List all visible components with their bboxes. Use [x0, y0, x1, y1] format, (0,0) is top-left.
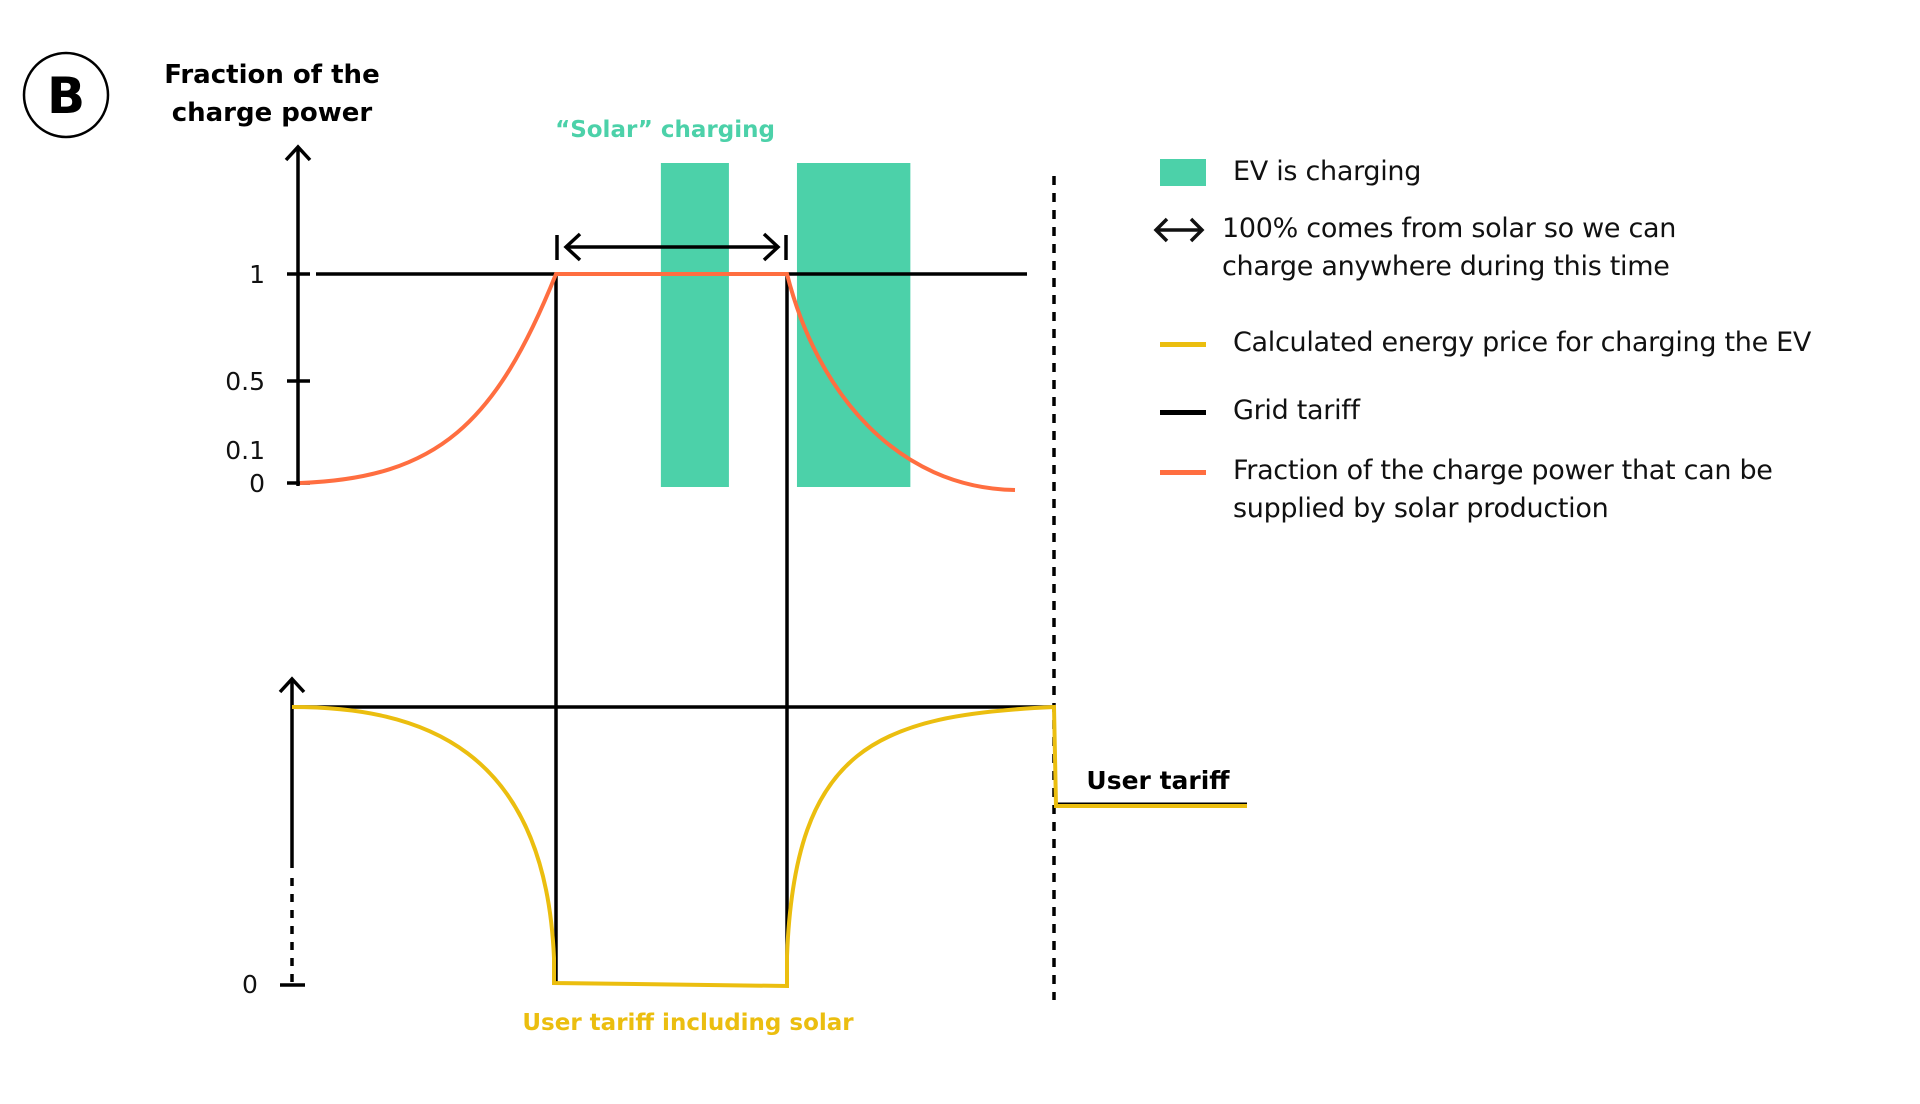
ev-charging-bars [660, 163, 911, 487]
y-axis-title-line1: Fraction of the [164, 60, 379, 90]
upper-y-axis-arrow-icon [284, 144, 312, 162]
legend-label: Grid tariff [1233, 395, 1360, 426]
orange-line-icon [1160, 470, 1206, 475]
solar-charging-label: “Solar” charging [555, 117, 775, 143]
legend-label: EV is charging [1233, 156, 1422, 187]
tick-label: 1 [249, 260, 265, 289]
upper-y-axis [284, 144, 312, 486]
tick-label: 0.5 [225, 367, 265, 396]
user-tariff-label: User tariff [1086, 766, 1230, 795]
panel-label-text: B [47, 67, 85, 125]
energy-price-line [291, 704, 1247, 989]
yellow-line-icon [1160, 342, 1206, 347]
user-tariff-solar-label: User tariff including solar [522, 1010, 854, 1036]
ev-charging-bar [660, 163, 729, 487]
lower-y-axis-arrow-icon [278, 676, 306, 694]
ev-charging-bar [796, 163, 911, 487]
panel-label-circle [22, 51, 110, 139]
y-axis-title-line2: charge power [172, 98, 373, 128]
lower-tick-label-0: 0 [242, 970, 258, 999]
panel-label-badge: B [22, 51, 110, 139]
solar-window-double-arrow-icon [555, 232, 788, 262]
solar-fraction-line [299, 272, 1016, 492]
green-square-icon [1160, 159, 1206, 186]
upper-y-ticks: 1 0.5 0.1 0 [225, 260, 310, 498]
legend-label: Calculated energy price for charging the… [1233, 327, 1812, 358]
lower-y-axis [278, 676, 306, 987]
tick-label: 0 [249, 469, 265, 498]
double-arrow-icon [1153, 217, 1205, 243]
black-line-icon [1160, 410, 1206, 415]
legend-label: Fraction of the charge power that can be… [1233, 455, 1773, 524]
legend-label: 100% comes from solar so we can charge a… [1222, 213, 1677, 282]
tick-label: 0.1 [225, 436, 265, 465]
